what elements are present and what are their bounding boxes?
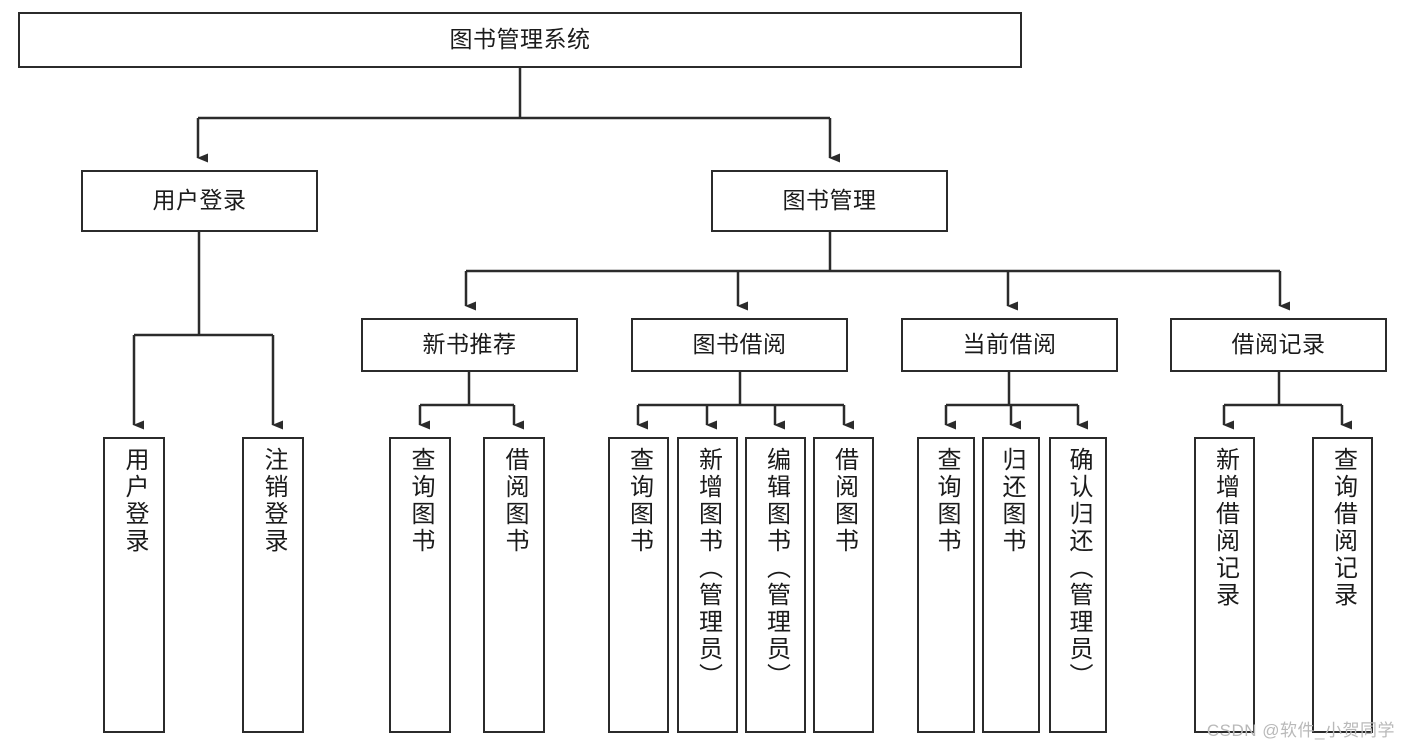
leaf-borrow-record-add-record[interactable]: 新增借阅记录 xyxy=(1194,437,1255,733)
leaf-current-borrow-return-book[interactable]: 归还图书 xyxy=(982,437,1040,733)
node-book-borrow[interactable]: 图书借阅 xyxy=(631,318,848,372)
leaf-current-borrow-query-book[interactable]: 查询图书 xyxy=(917,437,975,733)
node-label: 用户登录 xyxy=(121,447,148,555)
node-label: 注销登录 xyxy=(260,447,287,555)
leaf-new-book-query-book[interactable]: 查询图书 xyxy=(389,437,451,733)
leaf-book-borrow-edit-book-admin[interactable]: 编辑图书（管理员） xyxy=(745,437,806,733)
node-label: 编辑图书（管理员） xyxy=(762,447,790,690)
node-label: 借阅图书 xyxy=(830,447,858,555)
node-label: 新增图书（管理员） xyxy=(694,447,722,690)
node-current-borrow[interactable]: 当前借阅 xyxy=(901,318,1118,372)
leaf-current-borrow-confirm-return-admin[interactable]: 确认归还（管理员） xyxy=(1049,437,1107,733)
node-label: 当前借阅 xyxy=(962,331,1057,358)
node-root-book-management-system[interactable]: 图书管理系统 xyxy=(18,12,1022,68)
leaf-user-login-sign-out[interactable]: 注销登录 xyxy=(242,437,304,733)
node-label: 图书管理 xyxy=(782,187,877,214)
node-label: 用户登录 xyxy=(152,187,247,214)
node-label: 图书借阅 xyxy=(692,331,787,358)
node-label: 借阅图书 xyxy=(501,447,528,555)
node-label: 归还图书 xyxy=(998,447,1025,555)
leaf-user-login-sign-in[interactable]: 用户登录 xyxy=(103,437,165,733)
node-label: 查询借阅记录 xyxy=(1329,447,1357,609)
node-label: 查询图书 xyxy=(933,447,960,555)
leaf-borrow-record-query-record[interactable]: 查询借阅记录 xyxy=(1312,437,1373,733)
node-user-login[interactable]: 用户登录 xyxy=(81,170,318,232)
node-new-book-recommend[interactable]: 新书推荐 xyxy=(361,318,578,372)
leaf-new-book-borrow-book[interactable]: 借阅图书 xyxy=(483,437,545,733)
node-label: 新书推荐 xyxy=(422,331,517,358)
leaf-book-borrow-query-book[interactable]: 查询图书 xyxy=(608,437,669,733)
node-label: 查询图书 xyxy=(625,447,653,555)
node-label: 确认归还（管理员） xyxy=(1065,447,1092,690)
watermark-text: CSDN @软件_小贺同学 xyxy=(1206,721,1395,740)
node-borrow-record[interactable]: 借阅记录 xyxy=(1170,318,1387,372)
node-book-management[interactable]: 图书管理 xyxy=(711,170,948,232)
leaf-book-borrow-borrow-book[interactable]: 借阅图书 xyxy=(813,437,874,733)
node-label: 图书管理系统 xyxy=(449,26,591,53)
node-label: 借阅记录 xyxy=(1231,331,1326,358)
node-label: 新增借阅记录 xyxy=(1211,447,1239,609)
node-label: 查询图书 xyxy=(407,447,434,555)
leaf-book-borrow-add-book-admin[interactable]: 新增图书（管理员） xyxy=(677,437,738,733)
